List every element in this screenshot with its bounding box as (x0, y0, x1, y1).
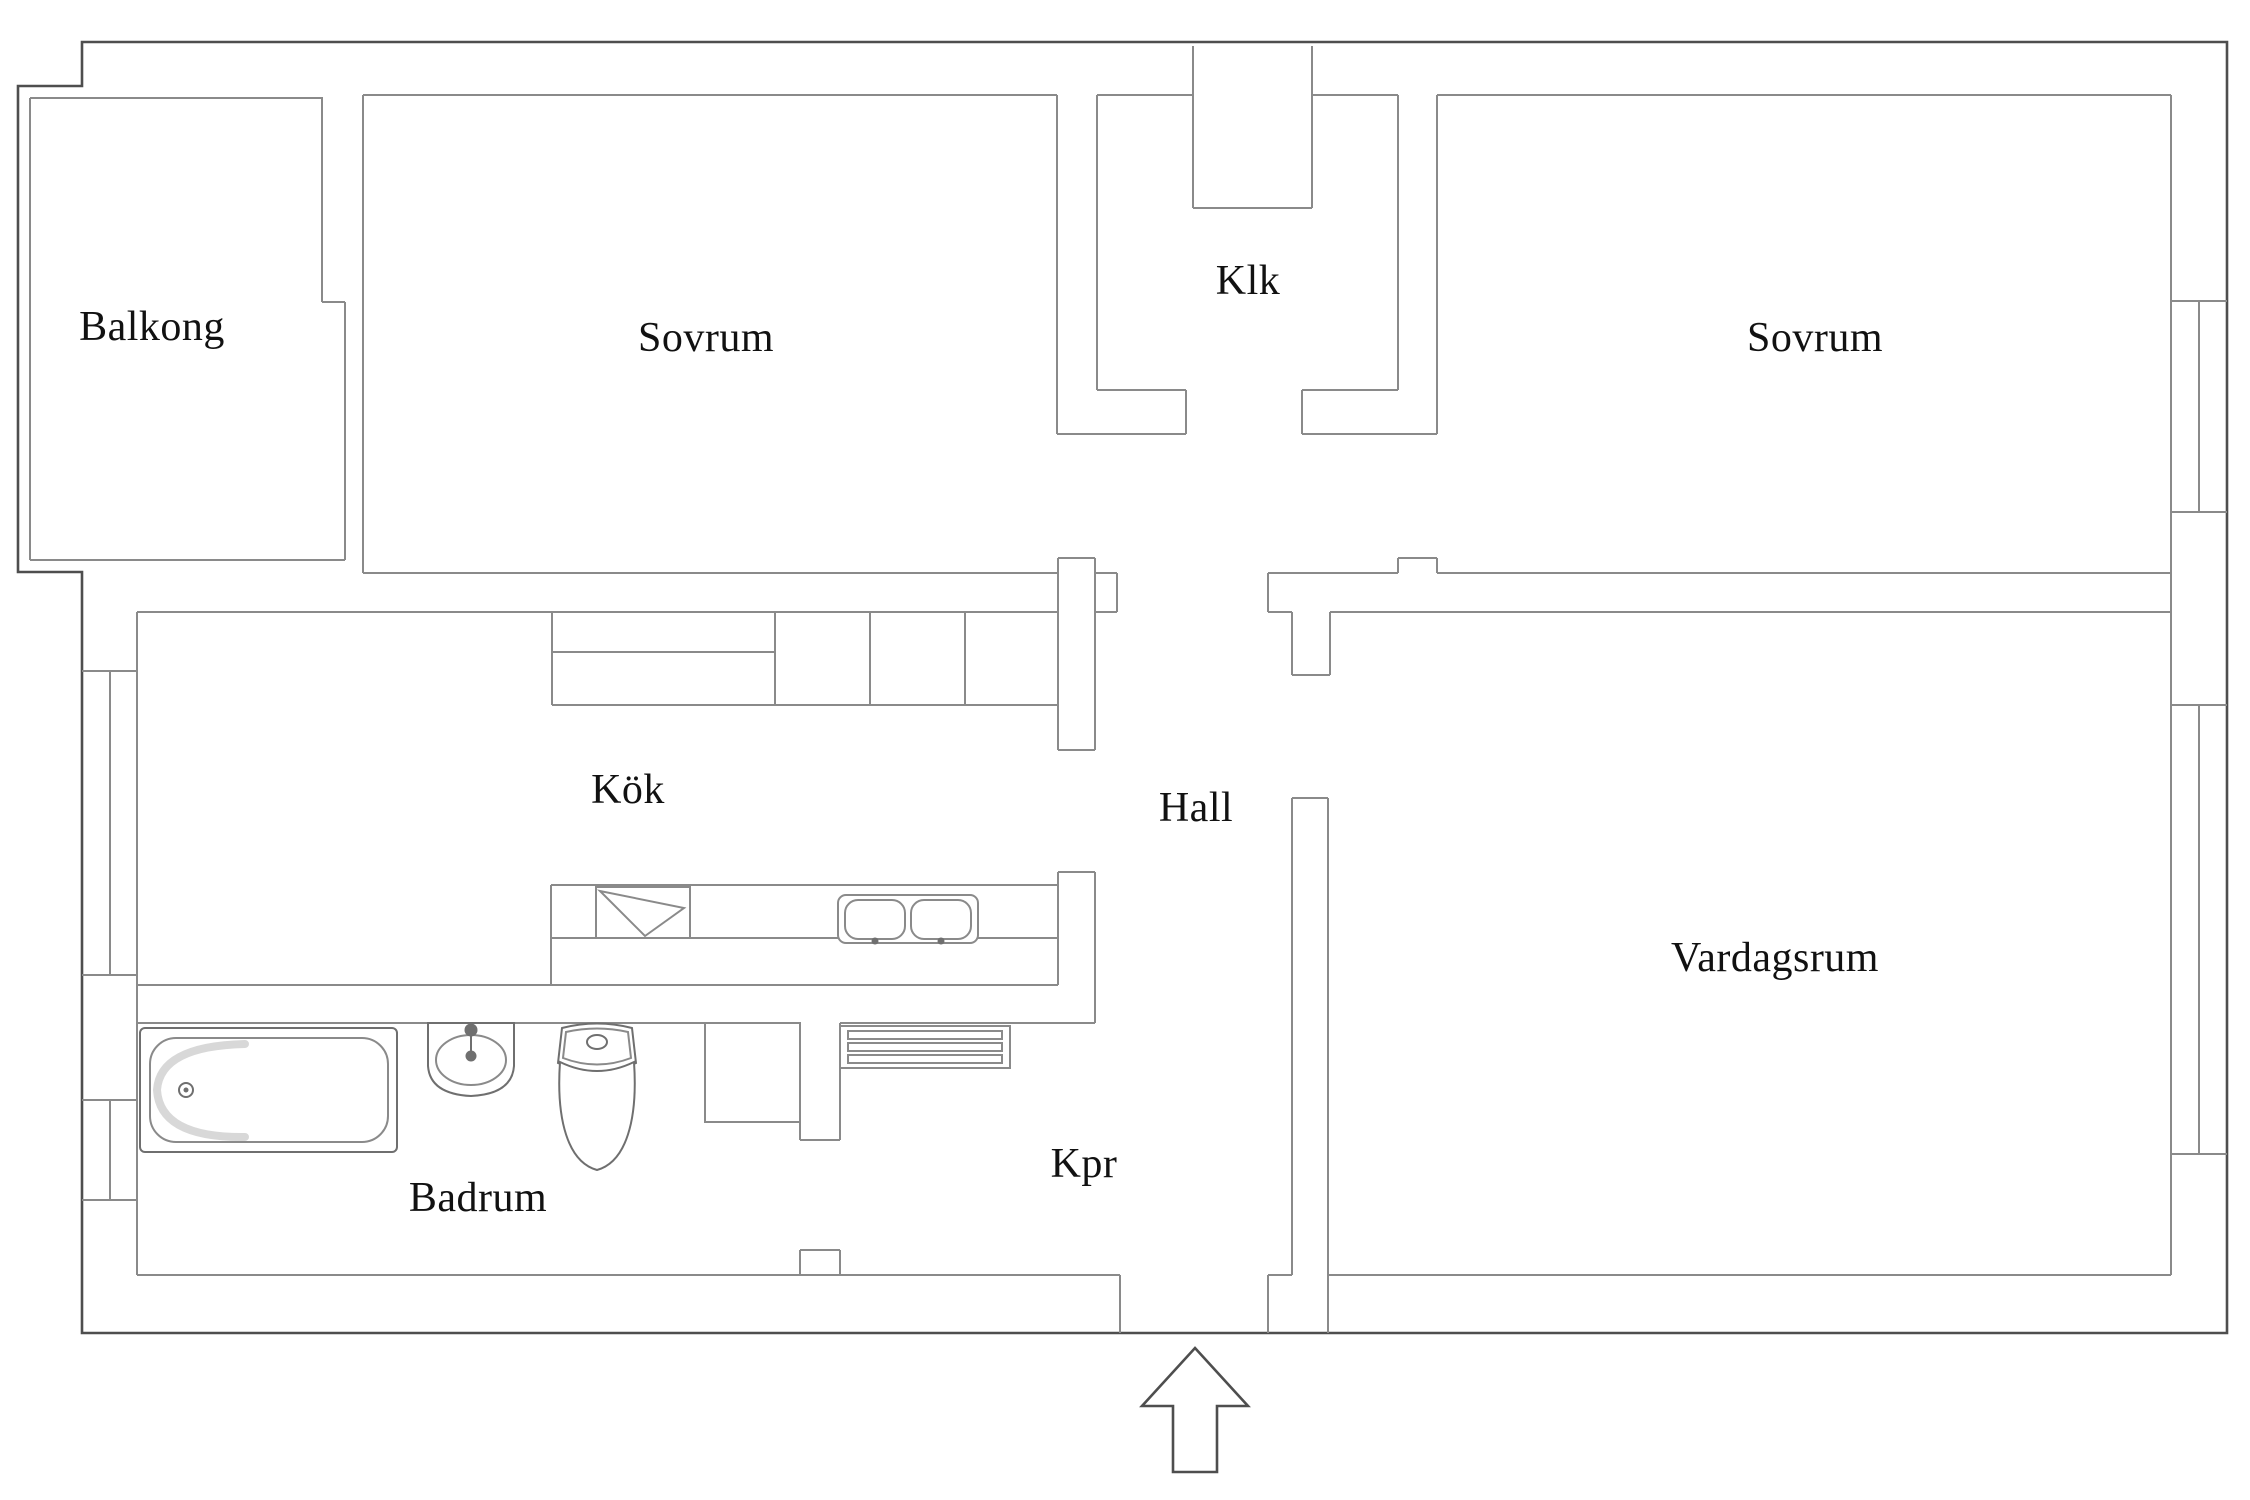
room-label-sovrum-2: Sovrum (1746, 315, 1884, 361)
bottom-wall-inner-line (137, 1274, 2171, 1333)
entrance-arrow-icon (1139, 1346, 1251, 1474)
radiator-icon (839, 1025, 1011, 1069)
room-label-sovrum-1: Sovrum (637, 315, 775, 361)
mid-wall-band-right (1267, 557, 2171, 613)
kitchen-south-wall (137, 984, 1095, 1024)
kitchen-sink-icon (837, 894, 979, 945)
mid-wall-band-left (137, 572, 1118, 613)
window-sovrum2-icon (2171, 300, 2227, 513)
bathtub-icon (139, 1027, 398, 1153)
room-label-kpr: Kpr (1050, 1141, 1118, 1187)
hall-west-wall (1057, 557, 1096, 1023)
outer-walls (16, 40, 2229, 1335)
room-label-kok: Kök (591, 767, 665, 813)
hall-vardagsrum-divider (1267, 612, 1331, 1333)
room-label-vardagsrum: Vardagsrum (1671, 935, 1879, 981)
room-label-balkong: Balkong (79, 304, 225, 350)
klk-top-recess (1192, 46, 1313, 209)
balcony-walls (29, 95, 364, 573)
closet-box (704, 1022, 801, 1123)
window-vardagsrum-icon (2171, 704, 2227, 1155)
room-label-klk: Klk (1215, 258, 1281, 304)
washbasin-icon (427, 1022, 515, 1098)
toilet-icon (556, 1022, 638, 1172)
badrum-east-wall (799, 1023, 841, 1275)
window-badrum-icon (82, 1099, 137, 1201)
kitchen-cabinet-row (551, 612, 1058, 706)
klk-walls (1056, 95, 1438, 435)
room-label-badrum: Badrum (408, 1175, 548, 1221)
window-kok-icon (82, 670, 137, 976)
room-label-hall: Hall (1158, 785, 1234, 831)
stove-icon (595, 886, 691, 939)
